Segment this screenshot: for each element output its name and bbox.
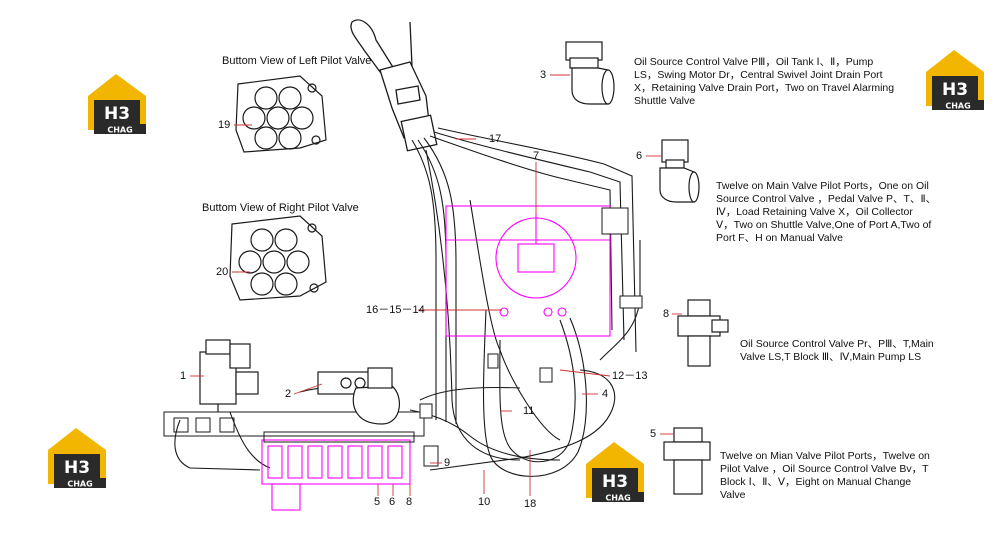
right-pilot-valve-port-icon: [229, 215, 327, 301]
callout-19: 19: [218, 119, 231, 131]
left-pilot-title: Buttom View of Left Pilot Valve: [222, 55, 372, 67]
tee-fitting-icon: [677, 299, 729, 367]
leader-lines: [190, 74, 682, 496]
oil-source-block-pink: [445, 205, 611, 337]
elbow-fitting-icon-6: [659, 139, 700, 203]
callout-16-15-14: 16－15－14: [366, 304, 425, 316]
callout-9: 9: [444, 457, 451, 469]
logo-bottom-left: H3 CHAG: [48, 428, 106, 489]
straight-fitting-icon: [663, 427, 711, 495]
callout-7: 7: [533, 150, 540, 162]
pump-assembly-icon: [199, 339, 259, 412]
callout-4: 4: [602, 388, 609, 400]
logo-top-text: H3: [104, 104, 130, 124]
callout-18: 18: [524, 498, 537, 510]
logo-bottom-text: CHAG: [107, 126, 132, 135]
description-5: Twelve on Mian Valve Pilot Ports，Twelve …: [720, 450, 930, 501]
callout-1: 1: [180, 370, 187, 382]
callout-8: 8: [663, 308, 670, 320]
logo-top-text: H3: [602, 472, 628, 492]
hose-bundle: [174, 127, 641, 477]
callout-20: 20: [216, 266, 229, 278]
logo-bottom-right: H3 CHAG: [586, 442, 644, 503]
callout-11: 11: [523, 405, 535, 417]
logo-top-text: H3: [942, 80, 968, 100]
callout-5: 5: [650, 428, 657, 440]
elbow-fitting-icon: [565, 41, 615, 105]
callout-17: 17: [489, 133, 502, 145]
description-3: Oil Source Control Valve PⅢ，Oil Tank Ⅰ、Ⅱ…: [634, 56, 895, 107]
logo-bottom-text: CHAG: [945, 102, 970, 111]
logo-top-left: H3 CHAG: [88, 74, 146, 135]
valve-ports-black: [163, 411, 425, 443]
callout-12-13: 12－13: [612, 370, 648, 382]
description-6: Twelve on Main Valve Pilot Ports，One on …: [716, 180, 937, 244]
logo-bottom-text: CHAG: [67, 480, 92, 489]
callout-8-bottom: 8: [406, 496, 413, 508]
right-pilot-title: Buttom View of Right Pilot Valve: [202, 202, 359, 214]
frame-fittings: [419, 207, 643, 467]
joystick-icon: [350, 19, 438, 152]
callout-6: 6: [636, 150, 643, 162]
description-8: Oil Source Control Valve Pr、PⅢ、T,Main Va…: [740, 338, 934, 363]
control-block-icon: [317, 367, 400, 425]
callout-10: 10: [478, 496, 491, 508]
callout-3: 3: [540, 69, 547, 81]
left-pilot-valve-port-icon: [235, 75, 327, 153]
main-valve-block-pink: [261, 439, 411, 511]
logo-top-text: H3: [64, 458, 90, 478]
callout-2: 2: [285, 388, 292, 400]
logo-top-right: H3 CHAG: [926, 50, 984, 111]
callout-5-bottom: 5: [374, 496, 381, 508]
callout-6-bottom: 6: [389, 496, 396, 508]
logo-bottom-text: CHAG: [605, 494, 630, 503]
